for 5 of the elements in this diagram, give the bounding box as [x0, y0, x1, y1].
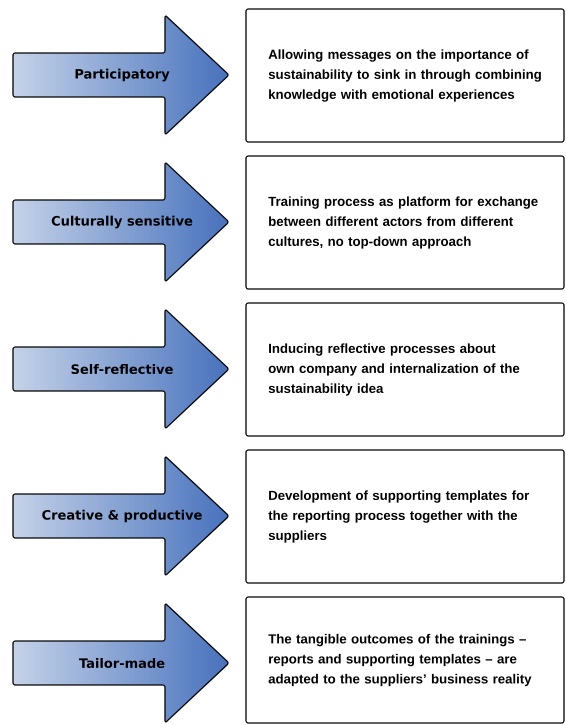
text-box: Development of supporting templates for the reporting process together with the suppliers	[245, 449, 565, 584]
text-box: Allowing messages on the importance of sustainability to sink in through combining knowledge with emotional experiences	[245, 8, 565, 143]
text-box: Inducing reflective processes about own company and internalization of the sustainability idea	[245, 302, 565, 437]
text-box: Training process as platform for exchange between different actors from different cultures, no top-down approach	[245, 155, 565, 290]
text-box: The tangible outcomes of the trainings – reports and supporting templates – are adapted to the suppliers’ business reality	[245, 596, 565, 724]
